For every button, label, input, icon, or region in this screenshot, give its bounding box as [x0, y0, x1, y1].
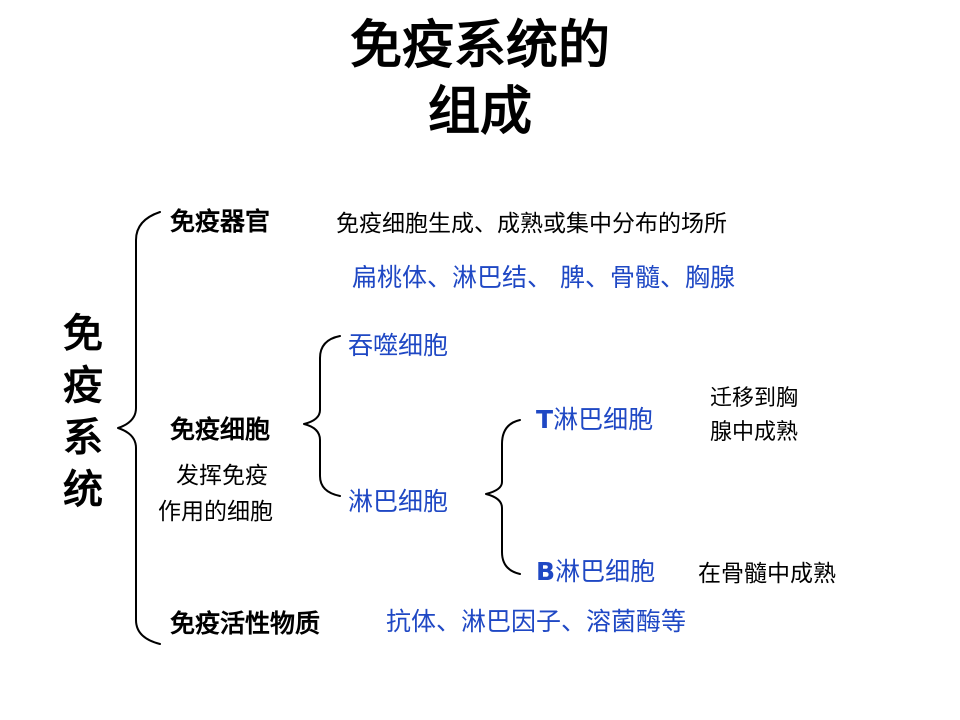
organs-description: 免疫细胞生成、成熟或集中分布的场所	[336, 211, 727, 237]
cells-label: 免疫细胞	[170, 415, 271, 444]
t-cell-name: 淋巴细胞	[553, 405, 654, 434]
cells-subtitle-line-1: 发挥免疫	[176, 463, 268, 489]
root-char-3: 系	[63, 415, 103, 461]
title-line-2: 组成	[427, 82, 532, 142]
b-cell-note: 在骨髓中成熟	[698, 561, 836, 587]
lymphocyte-bracket	[485, 419, 521, 575]
phagocyte-label: 吞噬细胞	[348, 331, 449, 360]
lymphocyte-label: 淋巴细胞	[348, 487, 449, 516]
cells-subtitle-line-2: 作用的细胞	[158, 499, 273, 525]
root-char-4: 统	[63, 467, 103, 513]
t-cell-note-line-2: 腺中成熟	[710, 420, 799, 445]
title-line-1: 免疫系统的	[349, 16, 610, 76]
t-cell-prefix: T	[536, 405, 554, 434]
organs-label: 免疫器官	[170, 207, 271, 236]
substances-examples: 抗体、淋巴因子、溶菌酶等	[386, 607, 687, 636]
cells-bracket	[303, 335, 341, 497]
root-label: 免 疫 系 统	[58, 308, 108, 516]
b-cell-prefix: B	[536, 557, 556, 586]
t-cell-note: 迁移到胸 腺中成熟	[710, 382, 798, 450]
b-cell-label: B淋巴细胞	[536, 552, 655, 588]
b-cell-name: 淋巴细胞	[555, 557, 656, 586]
main-bracket	[117, 211, 161, 645]
root-char-2: 疫	[63, 363, 103, 409]
t-cell-label: T淋巴细胞	[536, 400, 653, 436]
substances-label: 免疫活性物质	[170, 609, 321, 638]
t-cell-note-line-1: 迁移到胸	[710, 386, 799, 411]
organs-examples: 扁桃体、淋巴结、 脾、骨髓、胸腺	[352, 263, 735, 292]
root-char-1: 免	[63, 311, 103, 357]
